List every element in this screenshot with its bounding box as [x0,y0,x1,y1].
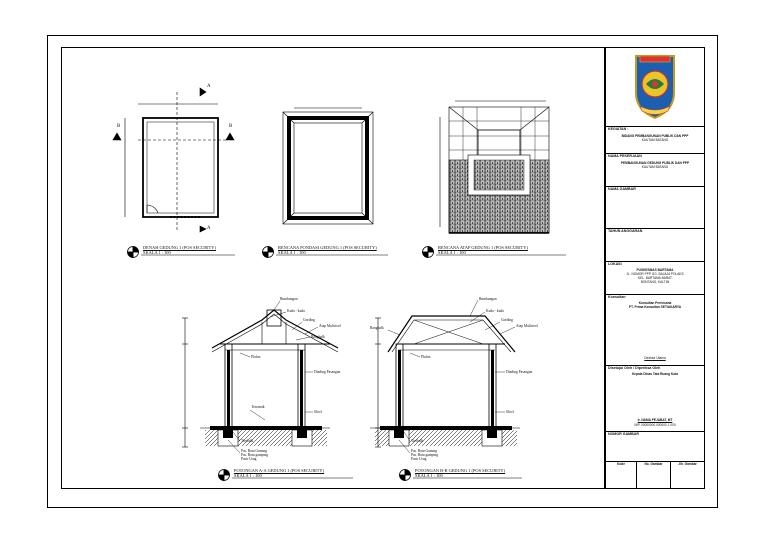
city-emblem-icon [635,55,675,120]
logo-area [606,48,704,126]
lokasi-line-4: BONTANG, KALTIM [640,280,670,284]
cut-a-bottom: A [207,226,211,231]
section-a-scale: SKALA 1 : 100 [234,473,262,478]
tahun-label: TAHUN ANGGARAN [608,229,643,233]
floor-plan [112,87,235,233]
lokasi-line-2: JL. NOMOR PPP GG. BAJAJA POLAKS [626,272,684,276]
sb-foot2: Pas. Batu gamping [411,453,439,457]
sa-dinding: Dinding Pasangan [314,370,341,374]
sa-tiesbalk: Tiesbalk [241,439,254,443]
nama-pekerjaan-value: PEMBANGUNAN GEDUNG PUBLIK DAN PPP [620,161,690,165]
disetujui-line: Kepala Dinas Tata Ruang Kota [632,372,678,376]
sb-bumbungan: Bumbungan [479,297,497,301]
konsultan-box: Konsultan Konsultan Perencana PT. Prima … [606,294,704,363]
sa-kuda: Kuda - kuda [287,309,305,313]
lokasi-line-3: KEL. BARTAMA BARAT [637,276,672,280]
lokasi-label: LOKASI [608,262,622,266]
kegiatan-value: BIDANG PEMBANGUNAN PUBLIK DAN PPP [621,134,689,138]
sb-rangbalk: Rangbalk [370,326,384,330]
disetujui-label: Disetujui Oleh / Diperiksa Oleh [608,366,661,370]
sa-sloof: Sloof [314,410,322,414]
nama-gambar-label: NAMA GAMBAR [608,187,636,191]
foundation-caption: RENCANA PONDASI GEDUNG 1 (POS SECURITY) … [278,245,377,255]
foundation-title: RENCANA PONDASI GEDUNG 1 (POS SECURITY) [278,245,377,250]
sb-foot1: Pas. Batu Gunung [411,449,438,453]
sa-gording: Gording [303,318,315,322]
lokasi-box: LOKASI PUSKESMAS BARTAMA JL. NOMOR PPP G… [606,261,704,292]
drawing-area-border [61,47,605,489]
sa-rangbalk: Rangbalk [311,335,325,339]
foundation-caption-symbol [262,246,388,258]
sb-sloof: Sloof [506,410,514,414]
sa-keramik: Keramik [252,405,265,409]
konsultan-line-2: PT. Prima Konsultan SETIAKARYA [628,305,681,309]
kegiatan-box: KEGIATAN : BIDANG PEMBANGUNAN PUBLIK DAN… [606,126,704,147]
nomor-gambar-box: NOMOR GAMBAR [606,431,704,460]
official-nip: NIP. 00000000 000000 1 000 [634,423,676,427]
nama-pekerjaan-box: NAMA PEKERJAAN PEMBANGUNAN GEDUNG PUBLIK… [606,153,704,174]
footer-kode: Kode [617,462,625,466]
footer-jml: Jlh. Gambar [678,462,697,466]
plan-title: DENAH GEDUNG 1 (POS SECURITY) [143,245,216,250]
footer-row: Kode No. Gambar Jlh. Gambar [606,461,704,489]
title-block: KEGIATAN : BIDANG PEMBANGUNAN PUBLIK DAN… [605,47,705,489]
nama-gambar-box: NAMA GAMBAR [606,186,704,227]
official-name: Ir. NAMA PEJABAT, MT [637,418,673,422]
section-b-drawing [370,315,520,448]
footer-no-cell: No. Gambar [637,462,671,489]
drawing-sheet-border [47,35,718,508]
sb-plafon: Plafon [421,355,431,359]
section-a-caption: POTONGAN A-A GEDUNG 1 (POS SECURITY) SKA… [234,468,324,478]
section-a-drawing [182,309,339,448]
roof-plan [439,100,550,234]
konsultan-line-1: Konsultan Perencana [638,301,672,305]
section-b-scale: SKALA 1 : 100 [415,473,443,478]
section-b-caption-symbol [399,469,522,481]
konsultan-label: Konsultan [608,295,626,299]
disetujui-box: Disetujui Oleh / Diperiksa Oleh Kepala D… [606,365,704,430]
plan-caption-symbol [127,246,235,258]
nama-pekerjaan-sub: KAUTAM BATANG [641,165,669,169]
footer-kode-cell: Kode [606,462,637,489]
footer-jml-cell: Jlh. Gambar [671,462,704,489]
sa-plafon: Plafon [251,355,261,359]
nama-pekerjaan-label: NAMA PEKERJAAN [608,154,642,158]
roof-scale: SKALA 1 : 100 [438,250,466,255]
roof-caption: RENCANA ATAP GEDUNG 1 (POS SECURITY) SKA… [438,245,528,255]
direktur-label: Direktur Utama [644,356,666,360]
kegiatan-label: KEGIATAN : [608,127,629,131]
sa-atap: Atap Multiroof [319,324,341,328]
sa-foot3: Pasir Urug [241,457,257,461]
section-a-caption-symbol [218,469,353,481]
sa-foot1: Pas. Batu Gunung [241,449,268,453]
section-b-title: POTONGAN B-B GEDUNG 1 (POS SECURITY) [415,468,506,473]
section-leader-lines [227,299,516,454]
sa-bumbungan: Bumbungan [280,297,298,301]
plan-caption: DENAH GEDUNG 1 (POS SECURITY) SKALA 1 : … [143,245,216,255]
section-a-title: POTONGAN A-A GEDUNG 1 (POS SECURITY) [234,468,325,473]
nomor-gambar-label: NOMOR GAMBAR [608,432,639,436]
sb-dinding: Dinding Pasangan [506,370,533,374]
cut-b-right: B [229,124,233,129]
sa-foot2: Pas. Batu gamping [241,453,269,457]
sb-foot3: Pasir Urug [411,457,427,461]
cut-b-left: B [117,124,121,129]
foundation-plan [282,107,374,225]
sb-atap: Atap Multiroof [516,324,538,328]
tahun-box: TAHUN ANGGARAN [606,228,704,262]
sb-gording: Gording [501,318,513,322]
foundation-scale: SKALA 1 : 100 [278,250,306,255]
roof-caption-symbol [422,246,566,258]
section-b-caption: POTONGAN B-B GEDUNG 1 (POS SECURITY) SKA… [415,468,505,478]
cut-a-top: A [207,84,211,89]
plan-scale: SKALA 1 : 100 [143,250,171,255]
lokasi-line-1: PUSKESMAS BARTAMA [636,268,674,272]
footer-no: No. Gambar [644,462,663,466]
roof-title: RENCANA ATAP GEDUNG 1 (POS SECURITY) [438,245,528,250]
sb-tiesbalk: Tiesbalk [411,439,424,443]
sb-kuda: Kuda - kuda [486,309,504,313]
kegiatan-sub: KAUTAM BATANG [641,138,669,142]
